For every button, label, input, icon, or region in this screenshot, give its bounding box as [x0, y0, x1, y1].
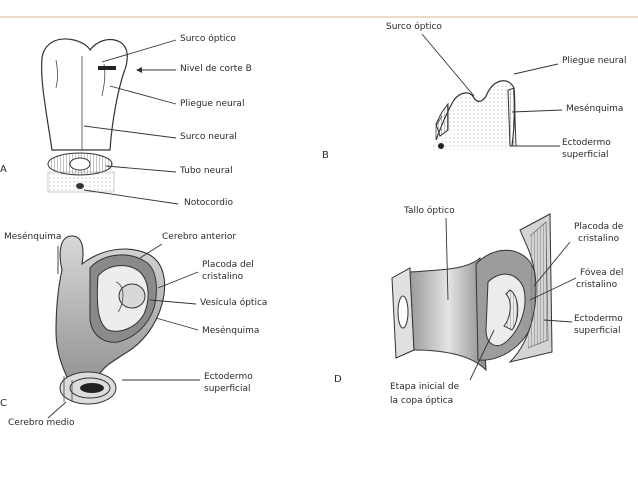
label-d-ectodermo-2: superficial	[574, 326, 621, 336]
label-d-etapa-1: Etapa inicial de	[390, 382, 460, 392]
label-a-notocordio: Notocordio	[184, 198, 233, 208]
label-c-placoda-2: cristalino	[202, 272, 244, 282]
label-c-placoda-1: Placoda del	[202, 260, 254, 270]
top-rule	[0, 16, 638, 18]
label-b-mesenquima: Mesénquima	[566, 104, 624, 114]
label-b-pliegue-neural: Pliegue neural	[562, 56, 627, 66]
label-d-etapa-2: la copa óptica	[390, 396, 454, 406]
leader-lines-a	[83, 39, 179, 205]
label-c-cerebro-anterior: Cerebro anterior	[162, 232, 237, 242]
label-b-surco-optico: Surco óptico	[386, 22, 442, 32]
forebrain-c	[55, 235, 166, 405]
label-a-surco-neural: Surco neural	[180, 132, 237, 142]
panel-letter-b: B	[322, 150, 329, 161]
label-a-nivel-corte: Nivel de corte B	[180, 64, 252, 74]
leader-lines-b	[421, 33, 563, 147]
label-d-placoda-1: Placoda de	[574, 222, 624, 232]
label-a-tubo-neural: Tubo neural	[180, 166, 233, 176]
label-c-ectodermo-2: superficial	[204, 384, 251, 394]
embryo-dorsal-view	[41, 38, 128, 193]
label-c-mesenquima: Mesénquima	[202, 326, 260, 336]
label-d-ectodermo-1: Ectodermo	[574, 314, 623, 324]
label-c-vesicula: Vesícula óptica	[200, 298, 268, 308]
optic-cup-d	[391, 213, 553, 372]
label-b-ectodermo-1: Ectodermo	[562, 138, 611, 148]
panel-letter-c: C	[0, 398, 7, 409]
leader-lines-c	[47, 243, 200, 419]
label-a-pliegue-neural: Pliegue neural	[180, 99, 245, 109]
label-d-fovea-2: cristalino	[576, 280, 618, 290]
label-c-cerebro-medio: Cerebro medio	[8, 418, 75, 428]
label-d-fovea-1: Fóvea del	[580, 268, 624, 278]
panel-letter-a: A	[0, 164, 7, 175]
label-c-ectodermo-1: Ectodermo	[204, 372, 253, 382]
label-c-mesenquima-top: Mesénquima	[4, 232, 62, 242]
label-d-placoda-2: cristalino	[578, 234, 620, 244]
label-a-surco-optico: Surco óptico	[180, 34, 236, 44]
panel-letter-d: D	[334, 374, 342, 385]
leader-lines-d	[445, 217, 577, 381]
cross-section-b	[430, 80, 517, 150]
label-b-ectodermo-2: superficial	[562, 150, 609, 160]
label-d-tallo: Tallo óptico	[404, 206, 455, 216]
